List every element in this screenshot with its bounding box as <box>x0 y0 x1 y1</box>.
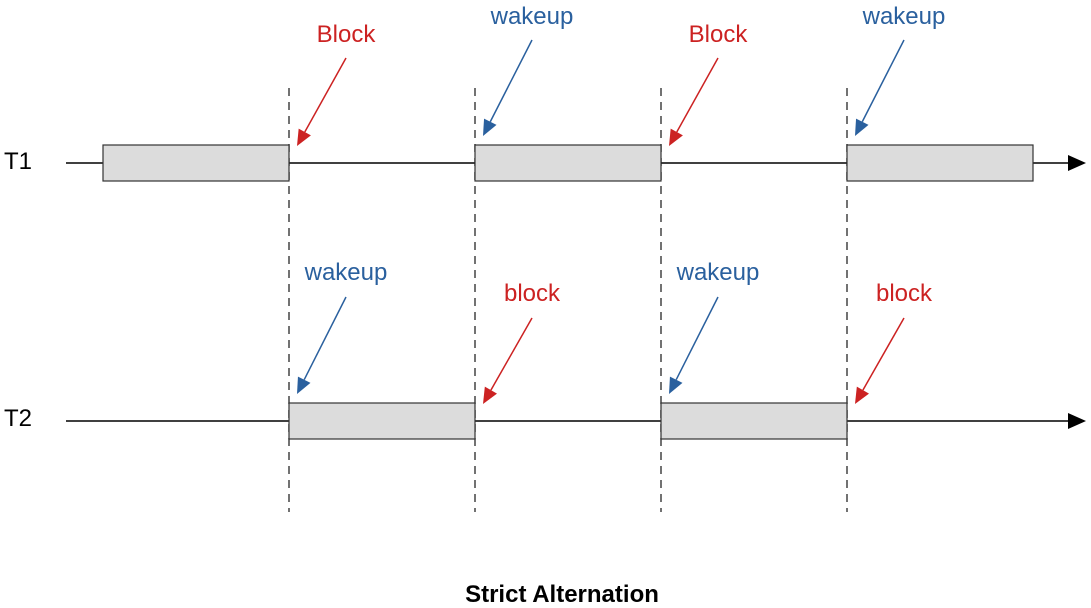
event-label: Block <box>689 21 749 48</box>
running-box <box>846 144 1034 182</box>
event-pointer-line <box>490 317 533 391</box>
timeline-row-t2: T2 wakeup block wakeup block <box>4 259 1086 440</box>
event-label: wakeup <box>490 3 574 30</box>
event-label: wakeup <box>862 3 946 30</box>
running-box <box>102 144 290 182</box>
arrow-head-icon <box>1068 155 1086 171</box>
event-pointer-line <box>676 57 719 133</box>
event-wakeup: wakeup <box>483 3 573 136</box>
event-pointer-line <box>489 39 533 123</box>
event-label: block <box>876 280 933 307</box>
row-label-t2: T2 <box>4 405 32 432</box>
diagram-caption: Strict Alternation <box>465 581 659 608</box>
pointer-arrow-icon <box>855 386 870 404</box>
event-wakeup: wakeup <box>297 259 387 394</box>
event-label: wakeup <box>304 259 388 286</box>
pointer-arrow-icon <box>483 386 498 404</box>
event-pointer-line <box>862 317 905 391</box>
running-box <box>474 144 662 182</box>
event-wakeup: wakeup <box>855 3 945 136</box>
pointer-arrow-icon <box>669 128 683 146</box>
event-pointer-line <box>675 296 719 381</box>
event-pointer-line <box>303 296 347 381</box>
event-block: block <box>855 280 933 404</box>
event-pointer-line <box>304 57 347 133</box>
event-block: Block <box>669 21 748 146</box>
pointer-arrow-icon <box>855 118 869 136</box>
running-boxes-t2 <box>288 402 848 440</box>
events-t2: wakeup block wakeup block <box>297 259 933 404</box>
event-block: Block <box>297 21 376 146</box>
event-pointer-line <box>861 39 905 123</box>
arrow-head-icon <box>1068 413 1086 429</box>
row-label-t1: T1 <box>4 148 32 175</box>
event-label: Block <box>317 21 377 48</box>
pointer-arrow-icon <box>483 118 497 136</box>
pointer-arrow-icon <box>297 376 311 394</box>
event-wakeup: wakeup <box>669 259 759 394</box>
pointer-arrow-icon <box>297 128 311 146</box>
running-boxes-t1 <box>102 144 1034 182</box>
running-box <box>288 402 476 440</box>
running-box <box>660 402 848 440</box>
event-label: block <box>504 280 561 307</box>
event-label: wakeup <box>676 259 760 286</box>
pointer-arrow-icon <box>669 376 683 394</box>
event-block: block <box>483 280 561 404</box>
